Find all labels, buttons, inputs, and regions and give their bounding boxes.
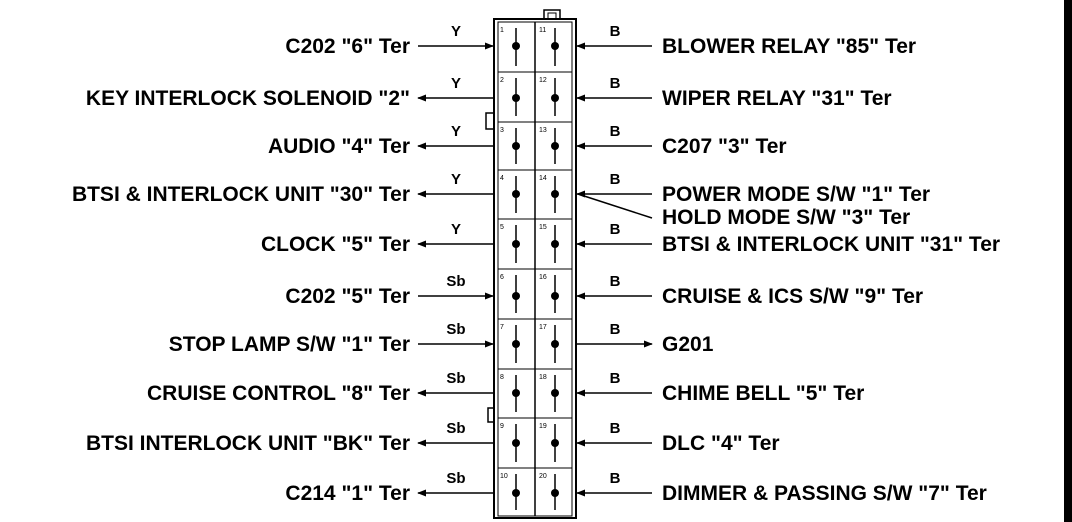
- pin-number: 5: [500, 224, 504, 231]
- right-terminal-label: BLOWER RELAY "85" Ter: [662, 35, 916, 58]
- wire-color-code: B: [610, 123, 621, 140]
- pin-number: 13: [539, 127, 547, 134]
- pin-number: 1: [500, 27, 504, 34]
- pin-11-dot: [551, 42, 559, 50]
- pin-number: 9: [500, 423, 504, 430]
- left-terminal-label: KEY INTERLOCK SOLENOID "2": [86, 87, 410, 110]
- pin-number: 7: [500, 324, 504, 331]
- branch-wire: [577, 193, 653, 219]
- wire-color-code: Sb: [446, 420, 465, 437]
- right-terminal-label: CHIME BELL "5" Ter: [662, 382, 864, 405]
- pin-number: 15: [539, 224, 547, 231]
- wire-color-code: Sb: [446, 470, 465, 487]
- wire-color-code: B: [610, 321, 621, 338]
- pin-18-dot: [551, 389, 559, 397]
- left-terminal-label: C202 "6" Ter: [285, 35, 410, 58]
- pin-6-dot: [512, 292, 520, 300]
- pin-9-dot: [512, 439, 520, 447]
- pin-17-dot: [551, 340, 559, 348]
- pin-number: 16: [539, 274, 547, 281]
- left-terminal-label: BTSI INTERLOCK UNIT "BK" Ter: [86, 432, 410, 455]
- pin-number: 8: [500, 374, 504, 381]
- pin-number: 11: [539, 27, 546, 34]
- pin-4-dot: [512, 190, 520, 198]
- pin-20-dot: [551, 489, 559, 497]
- right-terminal-label-secondary: HOLD MODE S/W "3" Ter: [662, 206, 910, 229]
- pin-15-dot: [551, 240, 559, 248]
- left-terminal-label: STOP LAMP S/W "1" Ter: [169, 333, 410, 356]
- wire-color-code: B: [610, 23, 621, 40]
- pin-number: 2: [500, 77, 504, 84]
- pin-3-dot: [512, 142, 520, 150]
- pin-number: 14: [539, 175, 547, 182]
- wire-color-code: B: [610, 470, 621, 487]
- left-terminal-label: AUDIO "4" Ter: [268, 135, 410, 158]
- pin-14-dot: [551, 190, 559, 198]
- wire-color-code: Y: [451, 23, 461, 40]
- pin-number: 20: [539, 473, 547, 480]
- wire-color-code: Sb: [446, 273, 465, 290]
- right-edge-border: [1064, 0, 1072, 522]
- wire-color-code: Sb: [446, 321, 465, 338]
- wire-color-code: Y: [451, 171, 461, 188]
- wire-color-code: B: [610, 370, 621, 387]
- right-terminal-label: POWER MODE S/W "1" Ter: [662, 183, 930, 206]
- pin-7-dot: [512, 340, 520, 348]
- pin-16-dot: [551, 292, 559, 300]
- wire-color-code: Y: [451, 75, 461, 92]
- pin-number: 19: [539, 423, 547, 430]
- left-terminal-label: CRUISE CONTROL "8" Ter: [147, 382, 410, 405]
- right-terminal-label: DLC "4" Ter: [662, 432, 780, 455]
- connector-cell-grid: [498, 71, 572, 469]
- right-terminal-label: CRUISE & ICS S/W "9" Ter: [662, 285, 923, 308]
- pin-10-dot: [512, 489, 520, 497]
- pin-number: 4: [500, 175, 504, 182]
- pin-1-dot: [512, 42, 520, 50]
- left-terminal-label: C202 "5" Ter: [285, 285, 410, 308]
- right-terminal-label: G201: [662, 333, 714, 356]
- pin-number: 6: [500, 274, 504, 281]
- right-terminal-label: DIMMER & PASSING S/W "7" Ter: [662, 482, 987, 505]
- pin-2-dot: [512, 94, 520, 102]
- right-terminal-label: BTSI & INTERLOCK UNIT "31" Ter: [662, 233, 1000, 256]
- connector-body: [485, 9, 577, 519]
- pin-19-dot: [551, 439, 559, 447]
- left-terminal-label: BTSI & INTERLOCK UNIT "30" Ter: [72, 183, 410, 206]
- pin-number: 3: [500, 127, 504, 134]
- pin-13-dot: [551, 142, 559, 150]
- pin-number: 17: [539, 324, 547, 331]
- wire-color-code: B: [610, 221, 621, 238]
- pin-number: 18: [539, 374, 547, 381]
- wire-color-code: Y: [451, 123, 461, 140]
- pin-number: 10: [500, 473, 508, 480]
- pin-8-dot: [512, 389, 520, 397]
- right-terminal-label: WIPER RELAY "31" Ter: [662, 87, 892, 110]
- wire-color-code: B: [610, 273, 621, 290]
- wire-color-code: B: [610, 171, 621, 188]
- pin-12-dot: [551, 94, 559, 102]
- wire-color-code: Sb: [446, 370, 465, 387]
- pin-number: 12: [539, 77, 547, 84]
- wire-color-code: Y: [451, 221, 461, 238]
- pin-5-dot: [512, 240, 520, 248]
- right-terminal-label: C207 "3" Ter: [662, 135, 787, 158]
- wire-color-code: B: [610, 75, 621, 92]
- left-terminal-label: CLOCK "5" Ter: [261, 233, 410, 256]
- left-terminal-label: C214 "1" Ter: [285, 482, 410, 505]
- wire-color-code: B: [610, 420, 621, 437]
